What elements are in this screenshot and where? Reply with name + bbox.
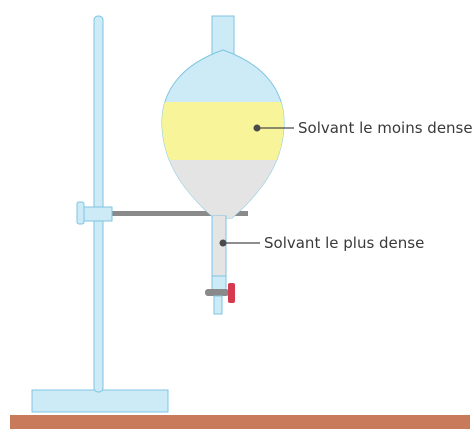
- label-less-dense-solvent: Solvant le moins dense: [298, 119, 473, 137]
- stand-base: [31, 389, 169, 413]
- stem-liquid: [213, 216, 225, 276]
- liquid-layers: [162, 102, 284, 218]
- clamp-screw-knob: [76, 201, 85, 225]
- label-more-dense-solvent: Solvant le plus dense: [264, 234, 424, 252]
- stopcock-barrel: [205, 289, 229, 296]
- less-dense-solvent-layer: [162, 102, 284, 160]
- funnel-tip: [213, 295, 223, 315]
- stopcock-key: [228, 283, 235, 303]
- clamp-boss: [83, 206, 113, 222]
- clamp-rod: [110, 211, 248, 216]
- stand-rod: [93, 15, 104, 393]
- leader-dot-more-dense: [219, 239, 227, 247]
- leader-dot-less-dense: [253, 124, 261, 132]
- bench-surface: [10, 415, 470, 429]
